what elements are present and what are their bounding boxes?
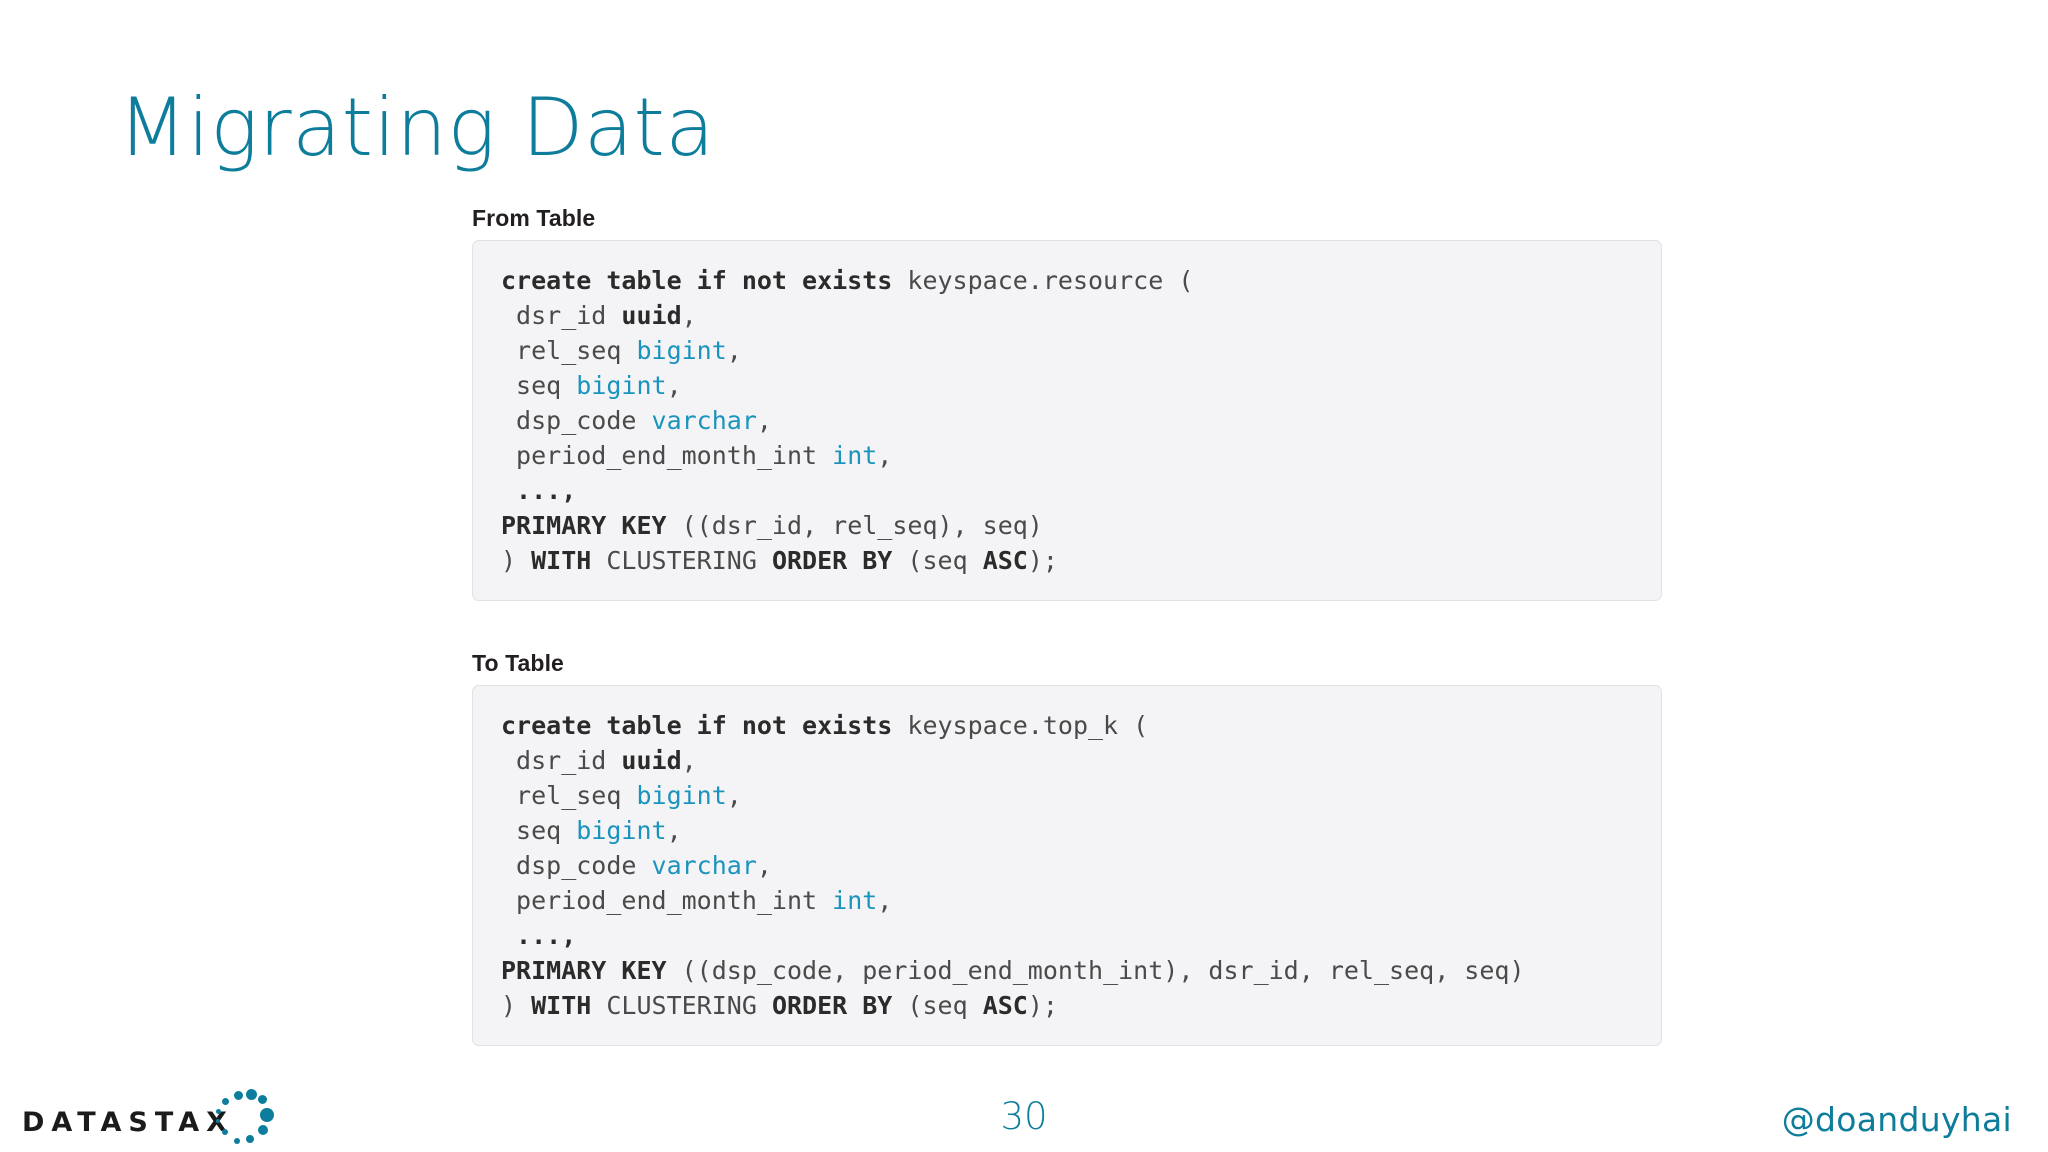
- code-token: ...,: [501, 921, 577, 950]
- code-token: PRIMARY KEY: [501, 956, 667, 985]
- code-token: bigint: [636, 781, 727, 810]
- code-token: dsp_code: [501, 406, 652, 435]
- code-token: ((dsp_code, period_end_month_int), dsr_i…: [666, 956, 1525, 985]
- page-number: 30: [1000, 1095, 1048, 1138]
- code-line: period_end_month_int int,: [501, 438, 1661, 473]
- code-token: ,: [726, 781, 742, 810]
- code-token: ): [501, 546, 532, 575]
- code-line: PRIMARY KEY ((dsp_code, period_end_month…: [501, 953, 1661, 988]
- code-token: ORDER BY: [771, 546, 893, 575]
- code-line: create table if not exists keyspace.reso…: [501, 263, 1661, 298]
- datastax-logo: DATASTAX: [22, 1089, 274, 1147]
- code-token: WITH: [531, 991, 592, 1020]
- code-token: period_end_month_int: [501, 886, 833, 915]
- code-token: ,: [877, 441, 893, 470]
- code-token: ORDER BY: [771, 991, 893, 1020]
- code-token: CLUSTERING: [591, 991, 772, 1020]
- code-line: rel_seq bigint,: [501, 778, 1661, 813]
- section-label-from-table: From Table: [472, 205, 596, 231]
- code-line: ) WITH CLUSTERING ORDER BY (seq ASC);: [501, 988, 1661, 1023]
- code-token: (seq: [892, 546, 983, 575]
- code-token: rel_seq: [501, 336, 637, 365]
- code-token: int: [832, 886, 878, 915]
- code-token: ,: [877, 886, 893, 915]
- code-line: dsp_code varchar,: [501, 848, 1661, 883]
- code-token: uuid: [621, 746, 682, 775]
- code-token: ASC: [982, 991, 1028, 1020]
- code-token: ASC: [982, 546, 1028, 575]
- datastax-dots-logo: [208, 1089, 274, 1147]
- code-line: period_end_month_int int,: [501, 883, 1661, 918]
- code-token: create table if not exists: [501, 711, 908, 740]
- code-token: keyspace.top_k (: [907, 711, 1149, 740]
- code-token: ,: [666, 816, 682, 845]
- code-token: keyspace.resource (: [907, 266, 1194, 295]
- code-token: dsr_id: [501, 746, 622, 775]
- code-token: PRIMARY KEY: [501, 511, 667, 540]
- code-token: WITH: [531, 546, 592, 575]
- code-token: );: [1027, 991, 1058, 1020]
- code-token: (seq: [892, 991, 983, 1020]
- code-line: PRIMARY KEY ((dsr_id, rel_seq), seq): [501, 508, 1661, 543]
- code-line: dsp_code varchar,: [501, 403, 1661, 438]
- code-token: varchar: [651, 406, 757, 435]
- code-token: bigint: [576, 371, 667, 400]
- code-token: ,: [726, 336, 742, 365]
- code-token: rel_seq: [501, 781, 637, 810]
- code-token: create table if not exists: [501, 266, 908, 295]
- code-token: ,: [666, 371, 682, 400]
- code-token: int: [832, 441, 878, 470]
- code-token: );: [1027, 546, 1058, 575]
- code-line: ...,: [501, 918, 1661, 953]
- code-token: period_end_month_int: [501, 441, 833, 470]
- code-token: dsp_code: [501, 851, 652, 880]
- code-line: create table if not exists keyspace.top_…: [501, 708, 1661, 743]
- code-token: varchar: [651, 851, 757, 880]
- code-block-to-table: create table if not exists keyspace.top_…: [472, 685, 1662, 1046]
- code-token: ,: [681, 746, 697, 775]
- twitter-handle: @doanduyhai: [1781, 1100, 2012, 1139]
- code-token: ): [501, 991, 532, 1020]
- code-line: ) WITH CLUSTERING ORDER BY (seq ASC);: [501, 543, 1661, 578]
- code-line: seq bigint,: [501, 813, 1661, 848]
- code-token: seq: [501, 816, 577, 845]
- page-title: Migrating Data: [118, 81, 715, 174]
- code-token: bigint: [576, 816, 667, 845]
- code-line: seq bigint,: [501, 368, 1661, 403]
- code-token: ,: [756, 406, 772, 435]
- code-token: seq: [501, 371, 577, 400]
- code-token: bigint: [636, 336, 727, 365]
- code-line: rel_seq bigint,: [501, 333, 1661, 368]
- code-token: CLUSTERING: [591, 546, 772, 575]
- code-token: ...,: [501, 476, 577, 505]
- code-line: ...,: [501, 473, 1661, 508]
- code-line: dsr_id uuid,: [501, 743, 1661, 778]
- code-line: dsr_id uuid,: [501, 298, 1661, 333]
- code-token: uuid: [621, 301, 682, 330]
- code-token: dsr_id: [501, 301, 622, 330]
- section-label-to-table: To Table: [472, 650, 564, 676]
- code-token: ((dsr_id, rel_seq), seq): [666, 511, 1043, 540]
- code-token: ,: [681, 301, 697, 330]
- code-block-from-table: create table if not exists keyspace.reso…: [472, 240, 1662, 601]
- code-token: ,: [756, 851, 772, 880]
- datastax-wordmark: DATASTAX: [22, 1107, 234, 1138]
